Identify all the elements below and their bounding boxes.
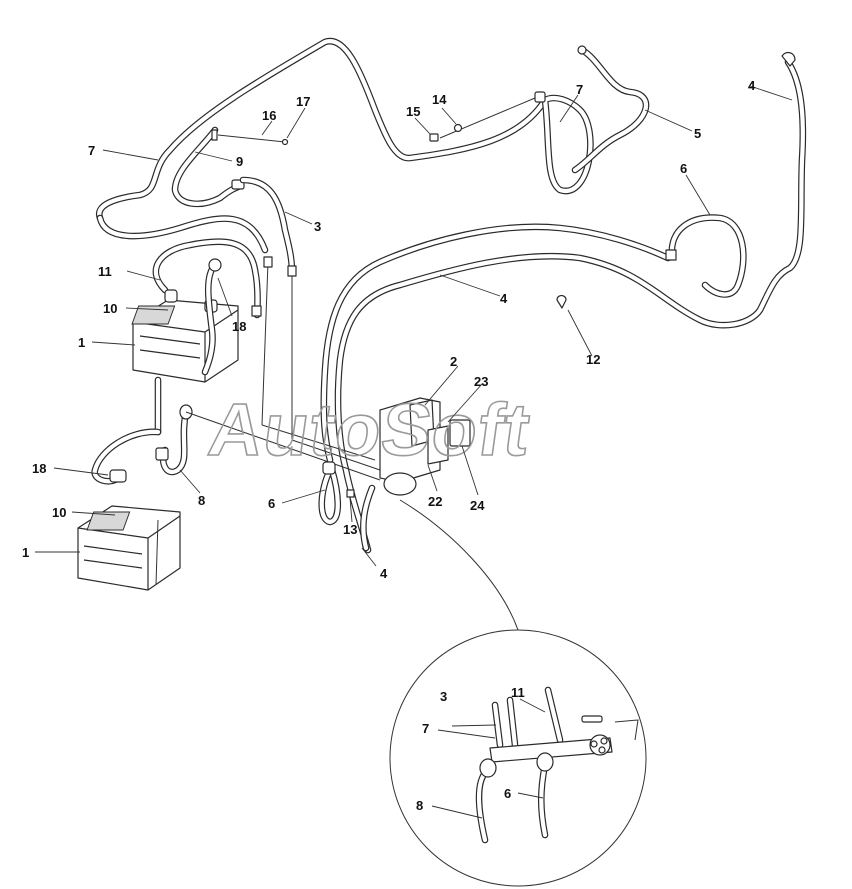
callout-2: 2	[450, 354, 457, 369]
callout-7-left: 7	[88, 143, 95, 158]
cable-5	[571, 45, 650, 174]
callout-9: 9	[236, 154, 243, 169]
callout-3-main: 3	[314, 219, 321, 234]
callout-22: 22	[428, 494, 442, 509]
cable-9	[171, 126, 245, 208]
callout-7-top: 7	[576, 82, 583, 97]
callout-15: 15	[406, 104, 420, 119]
callout-12: 12	[586, 352, 600, 367]
callout-11-main: 11	[98, 264, 112, 279]
callout-1-upper: 1	[78, 335, 85, 350]
callout-labels: 1 1 2 3 3 4 4 4 5 6 6 6 7 7 7 8 8 9 10 1…	[22, 78, 756, 813]
cable-3	[239, 176, 297, 440]
callout-10-lower: 10	[52, 505, 66, 520]
battery-link	[91, 376, 162, 485]
callout-6-right: 6	[680, 161, 687, 176]
callout-4-right: 4	[748, 78, 756, 93]
battery-lower	[77, 505, 181, 591]
callout-23: 23	[474, 374, 488, 389]
cable-6-loop	[665, 214, 747, 298]
cable-11	[152, 238, 262, 319]
battery-upper	[131, 289, 239, 383]
small-fasteners	[211, 91, 567, 498]
callout-13: 13	[343, 522, 357, 537]
callout-16: 16	[262, 108, 276, 123]
thin-harness	[185, 97, 536, 631]
callout-18-upper: 18	[232, 319, 246, 334]
terminal-18-upper	[201, 258, 222, 376]
watermark-text: AutoSoft	[204, 388, 536, 471]
leader-lines	[35, 85, 793, 819]
callout-6-mid: 6	[268, 496, 275, 511]
callout-4-low: 4	[380, 566, 388, 581]
callout-1-lower: 1	[22, 545, 29, 560]
callout-6-detail: 6	[504, 786, 511, 801]
callout-11-detail: 11	[511, 685, 525, 700]
detail-view	[389, 629, 647, 887]
callout-14: 14	[432, 92, 447, 107]
callout-4-mid: 4	[500, 291, 508, 306]
cable-8	[155, 404, 193, 476]
cable-4-long	[320, 51, 807, 554]
callout-8-detail: 8	[416, 798, 423, 813]
callout-18-lower: 18	[32, 461, 46, 476]
cable-7-main	[95, 37, 594, 254]
callout-24: 24	[470, 498, 485, 513]
callout-7-detail: 7	[422, 721, 429, 736]
switch-box-assembly	[318, 397, 471, 552]
callout-3-detail: 3	[440, 689, 447, 704]
callout-8-mid: 8	[198, 493, 205, 508]
callout-17: 17	[296, 94, 310, 109]
callout-5: 5	[694, 126, 701, 141]
callout-10-upper: 10	[103, 301, 117, 316]
